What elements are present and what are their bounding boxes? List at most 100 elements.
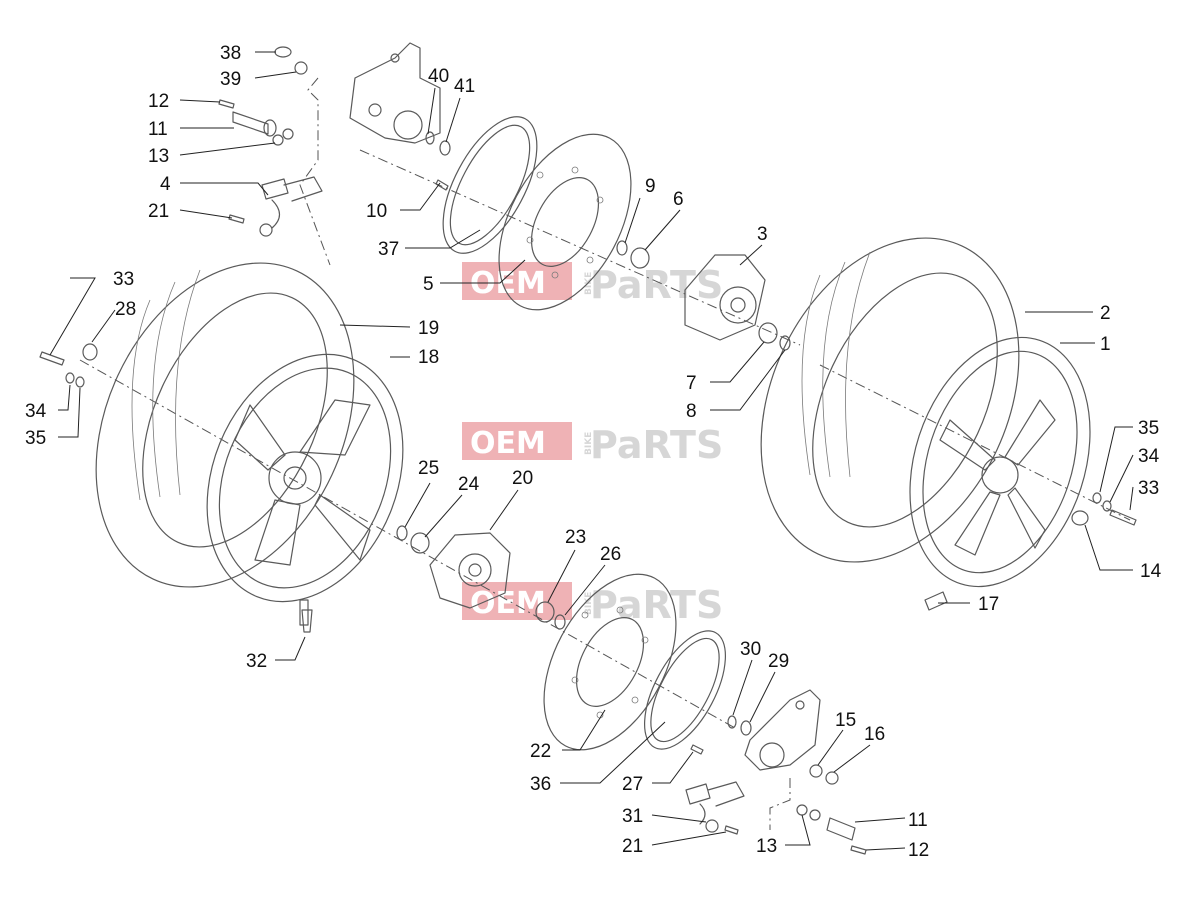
lower-sensor-cable — [699, 803, 706, 825]
watermark-middle: OEM BIKE PaRTS — [462, 422, 723, 467]
callout-41: 41 — [454, 76, 475, 97]
callout-1: 1 — [1100, 334, 1111, 355]
rear-washer-34 — [65, 372, 75, 384]
upper-tone-wheel — [442, 116, 538, 254]
callout-38: 38 — [220, 43, 241, 64]
callout-12: 12 — [148, 91, 169, 112]
callout-11: 11 — [148, 119, 168, 140]
lower-brake-disc — [543, 573, 677, 751]
svg-text:PaRTS: PaRTS — [590, 583, 723, 627]
callout-6: 6 — [673, 189, 684, 210]
callout-22: 22 — [530, 741, 551, 762]
lower-brake-caliper — [744, 689, 821, 771]
callout-12-lower: 12 — [908, 840, 929, 861]
callout-17: 17 — [978, 594, 999, 615]
watermark-top: OEM BIKE PaRTS — [462, 262, 723, 307]
lower-screw-21 — [724, 825, 739, 835]
washer-15 — [809, 764, 823, 778]
callout-32: 32 — [246, 651, 267, 672]
callout-8: 8 — [686, 401, 697, 422]
callout-15: 15 — [835, 710, 856, 731]
callout-14: 14 — [1140, 561, 1162, 582]
callout-labels: 38 39 12 11 13 4 21 40 41 10 9 6 3 37 5 … — [25, 43, 1162, 861]
lower-sensor-bracket-31 — [685, 781, 745, 807]
rear-valve — [301, 609, 313, 633]
upper-sensor-plug — [259, 223, 273, 237]
callout-33-left: 33 — [113, 269, 134, 290]
svg-text:BIKE: BIKE — [584, 592, 594, 615]
callout-25: 25 — [418, 458, 439, 479]
bearing-7 — [758, 322, 778, 344]
callout-33-right: 33 — [1138, 478, 1159, 499]
lower-sensor-plug — [705, 819, 719, 833]
callout-35-right: 35 — [1138, 418, 1159, 439]
upper-ring-13a — [272, 134, 284, 146]
front-spacer — [1071, 510, 1089, 526]
ring-26 — [554, 614, 566, 630]
upper-brake-caliper — [349, 42, 441, 144]
callout-21: 21 — [148, 201, 169, 222]
callout-5: 5 — [423, 274, 434, 295]
front-hub — [684, 254, 766, 341]
callout-35-left: 35 — [25, 428, 46, 449]
ring-9 — [616, 240, 628, 256]
callout-13-lower: 13 — [756, 836, 777, 857]
callout-7: 7 — [686, 373, 697, 394]
callout-16: 16 — [864, 724, 885, 745]
upper-sensor-head — [263, 119, 277, 137]
callout-21-lower: 21 — [622, 836, 643, 857]
callout-27: 27 — [622, 774, 643, 795]
upper-sensor-cable — [271, 199, 281, 229]
svg-text:PaRTS: PaRTS — [590, 263, 723, 307]
rear-tyre — [95, 262, 355, 588]
rear-bolt-33 — [39, 351, 65, 366]
svg-text:BIKE: BIKE — [584, 432, 594, 455]
ring-41 — [439, 140, 451, 156]
front-washer-34 — [1102, 500, 1112, 512]
lower-sensor-11 — [826, 817, 856, 841]
front-tyre — [760, 237, 1020, 563]
front-rim — [909, 336, 1091, 588]
callout-39: 39 — [220, 69, 241, 90]
washer-40 — [425, 131, 435, 145]
ring-25 — [396, 525, 408, 541]
callout-23: 23 — [565, 527, 586, 548]
upper-screw-21 — [228, 214, 245, 224]
callout-37: 37 — [378, 239, 399, 260]
callout-31: 31 — [622, 806, 643, 827]
callout-34-left: 34 — [25, 401, 47, 422]
callout-29: 29 — [768, 651, 789, 672]
upper-ring-13b — [282, 128, 294, 140]
washer-38 — [274, 46, 292, 58]
leader-lines — [49, 51, 1134, 851]
front-bolt-33 — [1109, 509, 1137, 526]
callout-24: 24 — [458, 474, 480, 495]
lower-screw-12 — [850, 845, 867, 855]
bearing-23 — [535, 601, 555, 623]
callout-28: 28 — [115, 299, 136, 320]
bearing-6 — [630, 247, 650, 269]
ring-30 — [727, 715, 737, 729]
callout-36: 36 — [530, 774, 551, 795]
svg-text:OEM: OEM — [470, 426, 546, 461]
watermark-bottom: OEM BIKE PaRTS — [462, 582, 723, 627]
callout-30: 30 — [740, 639, 761, 660]
callout-4: 4 — [160, 174, 171, 195]
lower-ring-13b — [809, 809, 821, 821]
callout-34-right: 34 — [1138, 446, 1160, 467]
ring-39 — [294, 61, 308, 75]
screw-27 — [690, 744, 704, 755]
callout-18: 18 — [418, 347, 439, 368]
bearing-24 — [410, 532, 430, 554]
upper-brake-disc — [498, 133, 632, 311]
ring-16 — [825, 771, 839, 785]
svg-text:PaRTS: PaRTS — [590, 423, 723, 467]
callout-13: 13 — [148, 146, 169, 167]
callout-10: 10 — [366, 201, 387, 222]
front-valve — [924, 591, 948, 611]
rear-washer-35 — [75, 376, 85, 388]
callout-2: 2 — [1100, 303, 1111, 324]
callout-3: 3 — [757, 224, 768, 245]
